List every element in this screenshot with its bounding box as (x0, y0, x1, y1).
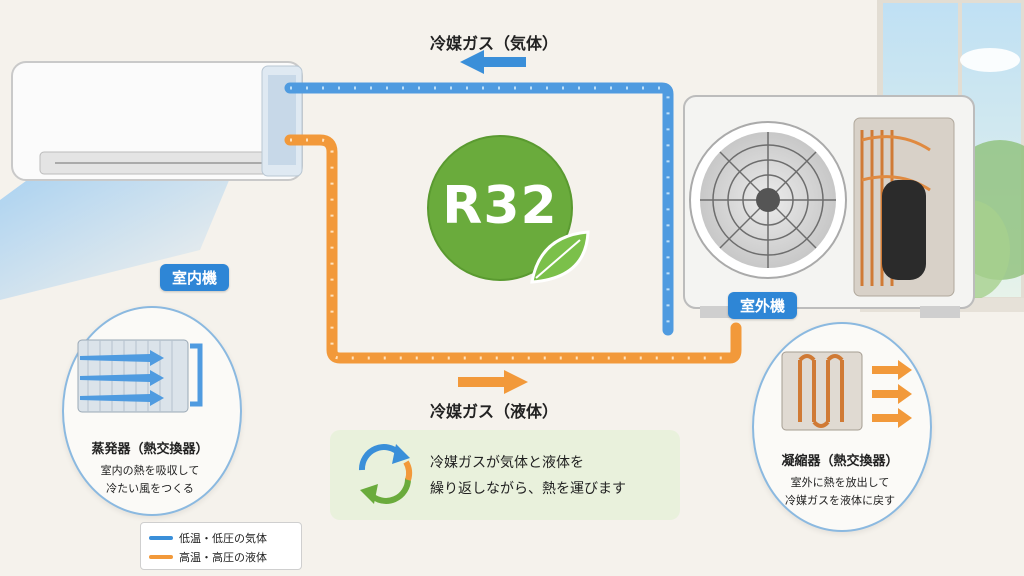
evaporator-description-line2: 冷たい風をつくる (106, 482, 194, 495)
gas-pipe (284, 82, 674, 336)
evaporator-illustration (77, 339, 203, 413)
condenser-description-line2: 冷媒ガスを液体に戻す (785, 494, 895, 507)
indoor-unit-tag: 室内機 (160, 264, 230, 291)
liquid-pipe (284, 134, 742, 364)
legend: 低温・低圧の気体 高温・高圧の液体 (140, 522, 302, 570)
cycle-arrows-icon (359, 444, 413, 504)
gas-flow-arrow (460, 50, 526, 74)
legend-label-liquid: 高温・高圧の液体 (179, 551, 267, 564)
condenser-description-line1: 室外に熱を放出して (790, 476, 890, 489)
cold-airflow (0, 178, 230, 300)
legend-item-liquid: 高温・高圧の液体 (149, 549, 267, 565)
refrigerant-name: R32 (442, 176, 558, 236)
legend-swatch-gas (149, 536, 173, 540)
indoor-unit (11, 61, 303, 181)
legend-label-gas: 低温・低圧の気体 (179, 532, 267, 545)
condenser-title: 凝縮器（熱交換器） (781, 454, 899, 469)
cycle-line1: 冷媒ガスが気体と液体を (430, 455, 584, 471)
liquid-flow-label: 冷媒ガス（液体） (430, 402, 559, 421)
legend-item-gas: 低温・低圧の気体 (149, 530, 267, 546)
cycle-line2: 繰り返しながら、熱を運びます (430, 481, 626, 497)
evaporator-title: 蒸発器（熱交換器） (91, 442, 209, 457)
outdoor-unit (683, 95, 975, 318)
legend-swatch-liquid (149, 555, 173, 559)
condenser-illustration (781, 351, 912, 431)
liquid-flow-arrow (458, 370, 528, 394)
evaporator-description-line1: 室内の熱を吸収して (100, 464, 200, 477)
outdoor-unit-tag: 室外機 (728, 292, 798, 319)
r32-badge (427, 135, 590, 284)
gas-flow-label: 冷媒ガス（気体） (430, 34, 559, 53)
